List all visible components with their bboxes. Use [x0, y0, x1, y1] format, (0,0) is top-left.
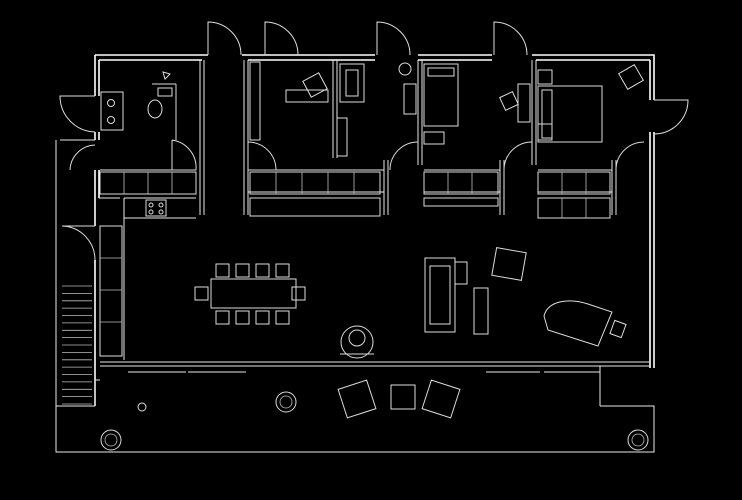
dining-chair [256, 264, 269, 277]
door-bedroom-single [504, 142, 532, 170]
door-entry-4 [494, 22, 527, 55]
grand-piano [544, 301, 612, 346]
office-chair [500, 92, 519, 111]
dining-chair [216, 264, 229, 277]
low-table [391, 385, 415, 409]
shower [152, 84, 176, 140]
bedroom-single [424, 64, 530, 144]
door-east [654, 100, 688, 134]
dining-chair [216, 311, 229, 324]
armchair [303, 73, 327, 97]
terrace [56, 366, 654, 452]
armchair [619, 65, 644, 90]
lounge-chair [422, 380, 460, 418]
study [250, 62, 328, 140]
dining-chair-end [292, 287, 305, 300]
door-study [248, 142, 276, 170]
door-bath [172, 140, 196, 170]
planter [628, 430, 648, 450]
planter [101, 430, 121, 450]
dining-chair [276, 264, 289, 277]
bedroom-master [538, 65, 643, 142]
office [337, 63, 416, 156]
living-dining [195, 248, 626, 358]
single-bed [424, 64, 458, 126]
stove [146, 200, 166, 216]
office-chair [399, 63, 411, 75]
desk [518, 84, 530, 122]
double-sink [101, 92, 123, 130]
dining-chair [276, 311, 289, 324]
round-stove [341, 326, 373, 358]
door-entry-1 [208, 22, 241, 55]
counter [100, 226, 122, 356]
side-table [474, 288, 488, 334]
dining-chair [256, 311, 269, 324]
dining-chair-end [195, 287, 208, 300]
doors [60, 22, 688, 260]
planter-small [138, 403, 146, 411]
dining-chair [236, 264, 249, 277]
exterior-walls [95, 55, 654, 406]
sofa [425, 258, 455, 332]
door-west-2 [62, 226, 95, 260]
bathroom [101, 72, 176, 140]
double-bed [538, 86, 602, 142]
stair [56, 140, 95, 406]
door-office [390, 142, 418, 170]
dining-table [211, 279, 296, 308]
armchair [492, 248, 526, 281]
door-hall [70, 145, 95, 170]
door-west-1 [60, 96, 95, 132]
cabinet [340, 64, 364, 102]
wardrobes [250, 172, 610, 218]
dining-chair [236, 311, 249, 324]
nightstands [538, 70, 552, 84]
toilet [148, 100, 162, 118]
piano-bench [610, 320, 626, 337]
kitchen [100, 172, 196, 356]
planter [276, 392, 296, 412]
door-entry-3 [377, 22, 410, 55]
door-entry-2 [265, 22, 298, 55]
lounge-chair [338, 380, 376, 418]
door-bedroom-master [616, 142, 644, 170]
